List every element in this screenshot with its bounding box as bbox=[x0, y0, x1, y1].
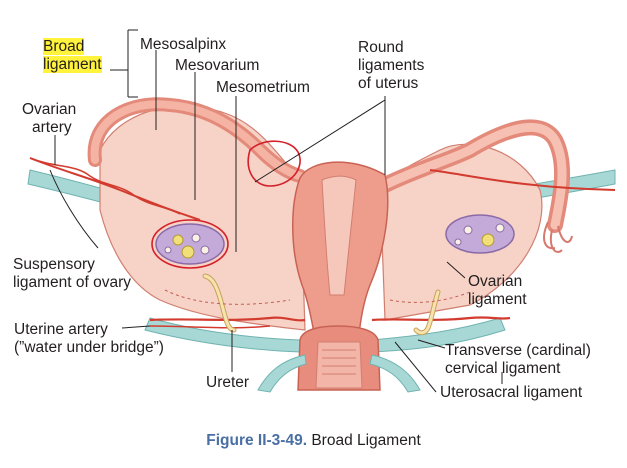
annotation-circle-ovary bbox=[151, 219, 229, 269]
caption-number: Figure II-3-49. bbox=[206, 432, 308, 449]
label-ovarian-ligament: Ovarian ligament bbox=[468, 273, 527, 309]
label-uterine-artery-line2: (”water under bridge”) bbox=[14, 339, 164, 356]
label-transverse-line1: Transverse (cardinal) bbox=[445, 342, 591, 359]
ovarian-artery-right bbox=[429, 169, 616, 191]
label-broad-line2: ligament bbox=[43, 56, 102, 73]
uterine-artery-left bbox=[149, 316, 306, 322]
caption-title: Broad Ligament bbox=[311, 432, 421, 449]
label-mesometrium: Mesometrium bbox=[216, 79, 310, 96]
figure-caption: Figure II-3-49. Broad Ligament bbox=[0, 432, 627, 450]
label-suspensory-line1: Suspensory bbox=[13, 256, 95, 273]
label-broad-line1: Broad bbox=[43, 38, 85, 55]
label-round-ligaments: Round ligaments of uterus bbox=[358, 39, 424, 93]
transverse-ligament-band bbox=[144, 317, 506, 353]
broad-ligament-left-fold bbox=[99, 105, 306, 331]
uterosacral-ligament-band bbox=[369, 354, 421, 393]
label-mesovarium: Mesovarium bbox=[175, 57, 260, 74]
ovary-right bbox=[445, 214, 515, 254]
label-round-line2: ligaments bbox=[358, 57, 425, 74]
label-uterosacral-ligament: Uterosacral ligament bbox=[440, 384, 583, 401]
label-ovarian-artery-line2: artery bbox=[32, 119, 72, 136]
label-mesosalpinx: Mesosalpinx bbox=[140, 36, 227, 53]
label-ureter: Ureter bbox=[206, 374, 250, 391]
label-round-line1: Round bbox=[358, 39, 404, 56]
ovary-left bbox=[155, 223, 225, 265]
leader-lines bbox=[49, 29, 503, 393]
label-broad-ligament: Broad ligament bbox=[43, 38, 102, 74]
uterine-artery-right bbox=[371, 316, 511, 322]
annotation-circle-round-ligament bbox=[247, 140, 301, 187]
label-ovarian-artery: Ovarian artery bbox=[22, 101, 76, 137]
label-transverse-cervical-ligament: Transverse (cardinal) cervical ligament bbox=[445, 342, 591, 378]
label-ovarian-artery-line1: Ovarian bbox=[22, 101, 77, 118]
label-transverse-line2: cervical ligament bbox=[445, 360, 561, 377]
label-ovarian-ligament-line2: ligament bbox=[468, 291, 527, 308]
label-round-line3: of uterus bbox=[358, 75, 419, 92]
label-suspensory-ligament: Suspensory ligament of ovary bbox=[13, 256, 131, 292]
label-uterine-artery: Uterine artery (”water under bridge”) bbox=[14, 321, 164, 357]
label-suspensory-line2: ligament of ovary bbox=[13, 274, 132, 291]
label-ovarian-ligament-line1: Ovarian bbox=[468, 273, 523, 290]
label-uterine-artery-line1: Uterine artery bbox=[14, 321, 108, 338]
